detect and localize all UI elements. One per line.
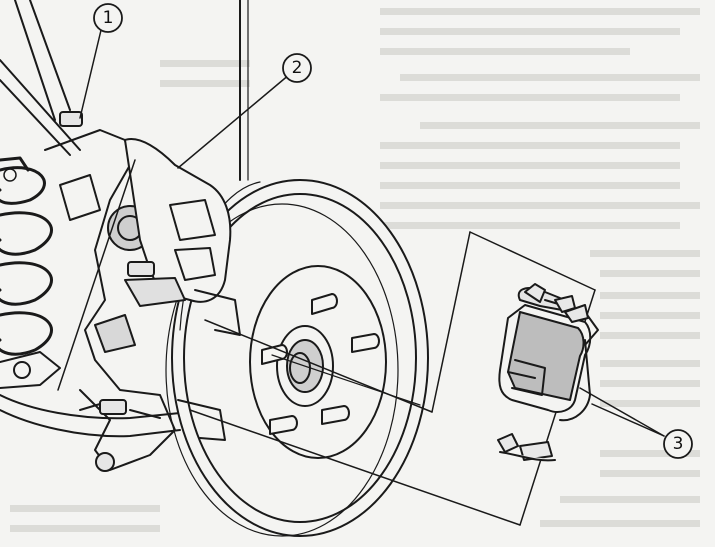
caliper-bolts xyxy=(59,111,161,472)
callout-circle-3 xyxy=(663,429,693,459)
pad-clips xyxy=(497,283,589,462)
brake-pads xyxy=(498,287,599,422)
upper-arm-lines xyxy=(0,0,81,156)
coil-spring xyxy=(0,156,53,356)
lower-control-arm xyxy=(0,351,191,438)
callout-label-2: 2 xyxy=(292,58,303,78)
strut-lines xyxy=(239,0,249,181)
callout-leaders xyxy=(79,25,665,437)
callout-circle-1 xyxy=(93,3,123,33)
wheel-hub xyxy=(249,265,387,459)
callout-label-3: 3 xyxy=(673,434,684,454)
anti-rattle-springs xyxy=(177,289,241,441)
callout-circle-2 xyxy=(282,53,312,83)
callout-label-1: 1 xyxy=(103,8,114,28)
brake-caliper xyxy=(124,138,232,307)
